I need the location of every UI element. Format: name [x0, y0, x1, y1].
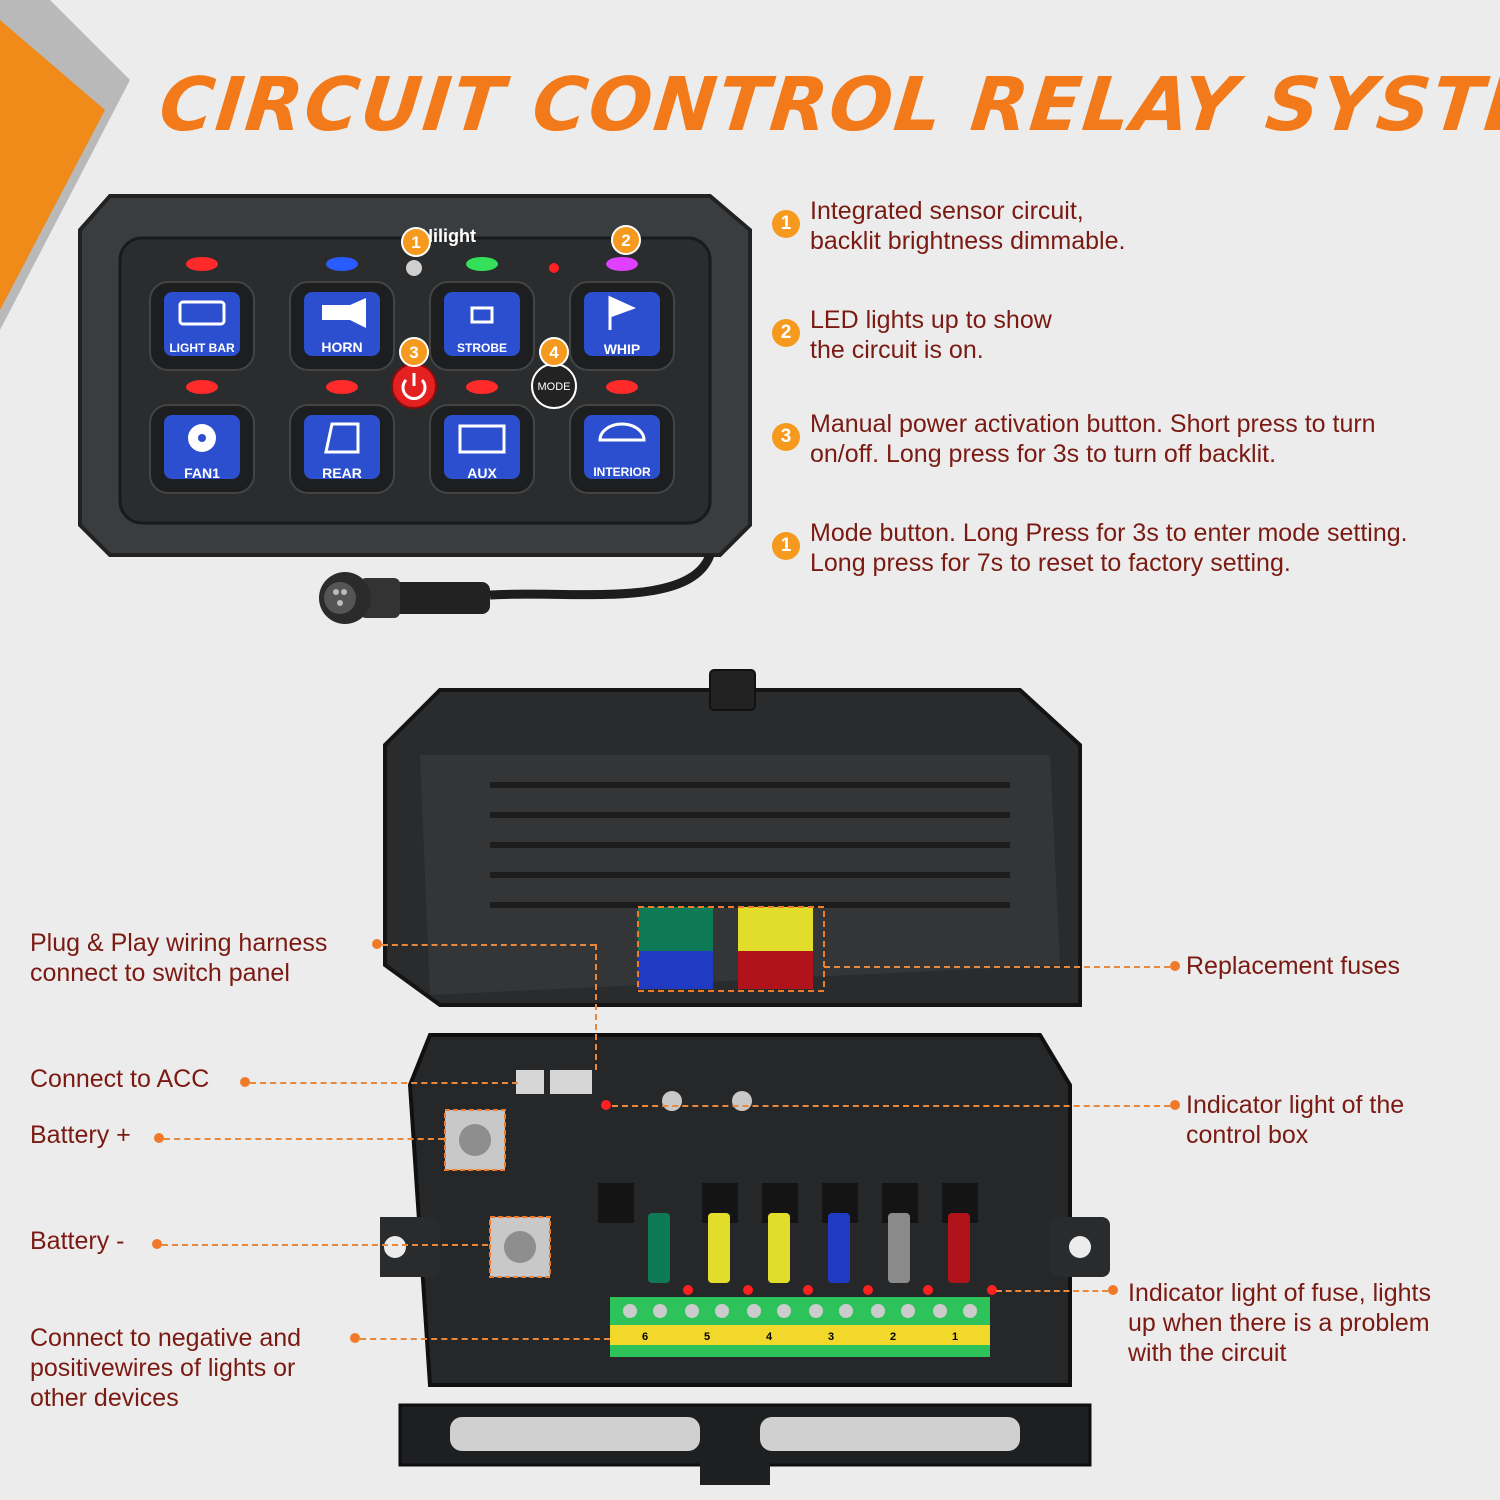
marker-4: 4: [539, 337, 569, 367]
svg-text:4: 4: [549, 343, 559, 362]
terminal-4: 4: [766, 1331, 773, 1343]
light-bar-label: LIGHT BAR: [169, 341, 235, 355]
label-line: control box: [1186, 1121, 1309, 1149]
terminal-2: 2: [890, 1331, 896, 1343]
label-line: Indicator light of fuse, lights: [1128, 1279, 1431, 1307]
mode-button[interactable]: MODE: [531, 363, 577, 409]
feature-3: 3 Manual power activation button. Short …: [772, 409, 1492, 469]
fan1-label: FAN1: [184, 465, 220, 481]
label-line: positivewires of lights or: [30, 1354, 296, 1382]
terminal-3: 3: [828, 1331, 834, 1343]
callout-line: [996, 1290, 1108, 1292]
whip-button[interactable]: WHIP: [569, 281, 675, 371]
whip-label: WHIP: [604, 341, 641, 357]
callout-dot: [1170, 961, 1180, 971]
feature-text: LED lights up to show: [810, 306, 1052, 334]
marker-3: 3: [399, 337, 429, 367]
label-line: Indicator light of the: [1186, 1091, 1405, 1119]
callout-line: [824, 966, 1170, 968]
horn-button[interactable]: HORN: [289, 281, 395, 371]
callout-line: [360, 1338, 610, 1340]
replacement-fuses-label: Replacement fuses: [1186, 952, 1401, 980]
feature-text: backlit brightness dimmable.: [810, 227, 1126, 255]
feature-1: 1 Integrated sensor circuit,backlit brig…: [772, 196, 1492, 256]
svg-text:1: 1: [411, 233, 420, 252]
terminal-5: 5: [704, 1331, 710, 1343]
feature-badge: 1: [772, 532, 800, 560]
label-line: Connect to negative and: [30, 1324, 302, 1352]
callout-line: [250, 1082, 518, 1084]
svg-text:2: 2: [621, 231, 630, 250]
marker-2: 2: [611, 225, 641, 255]
feature-badge: 1: [772, 210, 800, 238]
label-line: other devices: [30, 1384, 179, 1412]
switch-panel: Nilight LIGHT BAR HORN STROBE WHIP F: [78, 194, 752, 624]
page-title: CIRCUIT CONTROL RELAY SYSTEM: [155, 62, 1500, 148]
callout-dot: [152, 1239, 162, 1249]
callout-line: [595, 944, 597, 1070]
power-button[interactable]: [391, 363, 437, 409]
callout-line: [164, 1138, 444, 1140]
aux-label: AUX: [467, 465, 497, 481]
feature-badge: 2: [772, 319, 800, 347]
marker-1: 1: [401, 227, 431, 257]
interior-button[interactable]: INTERIOR: [569, 404, 675, 494]
label-line: Plug & Play wiring harness: [30, 929, 328, 957]
label-line: connect to switch panel: [30, 959, 290, 987]
control-box: 6 5 4 3 2 1: [380, 669, 1110, 1485]
svg-text:3: 3: [409, 343, 418, 362]
feature-text: on/off. Long press for 3s to turn off ba…: [810, 440, 1277, 468]
callout-dot: [372, 939, 382, 949]
callout-line: [612, 1105, 1170, 1107]
corner-accent: [0, 0, 130, 330]
callout-dot: [1170, 1100, 1180, 1110]
battery-negative-label: Battery -: [30, 1227, 125, 1255]
fan1-button[interactable]: FAN1: [149, 404, 255, 494]
strobe-button[interactable]: STROBE: [429, 281, 535, 371]
terminal-1: 1: [952, 1331, 958, 1343]
callout-dot: [1108, 1285, 1118, 1295]
callout-dot: [350, 1333, 360, 1343]
terminal-6: 6: [642, 1331, 648, 1343]
callout-line: [382, 944, 596, 946]
feature-text: Manual power activation button. Short pr…: [810, 410, 1376, 438]
battery-positive-label: Battery +: [30, 1121, 131, 1149]
feature-text: Mode button. Long Press for 3s to enter …: [810, 519, 1408, 547]
strobe-label: STROBE: [457, 341, 507, 355]
label-line: with the circuit: [1128, 1339, 1287, 1367]
feature-text: Long press for 7s to reset to factory se…: [810, 549, 1291, 577]
interior-label: INTERIOR: [593, 465, 651, 479]
acc-label: Connect to ACC: [30, 1065, 210, 1093]
rear-button[interactable]: REAR: [289, 404, 395, 494]
rear-label: REAR: [322, 465, 362, 481]
feature-4: 1 Mode button. Long Press for 3s to ente…: [772, 518, 1492, 578]
callout-dot: [240, 1077, 250, 1087]
callout-line: [162, 1244, 488, 1246]
light-bar-button[interactable]: LIGHT BAR: [149, 281, 255, 371]
aux-button[interactable]: AUX: [429, 404, 535, 494]
mode-label: MODE: [538, 381, 571, 393]
feature-text: Integrated sensor circuit,: [810, 197, 1084, 225]
label-line: up when there is a problem: [1128, 1309, 1430, 1337]
callout-dot: [154, 1133, 164, 1143]
horn-label: HORN: [321, 339, 362, 355]
feature-badge: 3: [772, 423, 800, 451]
brand-logo: Nilight: [420, 226, 476, 246]
feature-text: the circuit is on.: [810, 336, 984, 364]
